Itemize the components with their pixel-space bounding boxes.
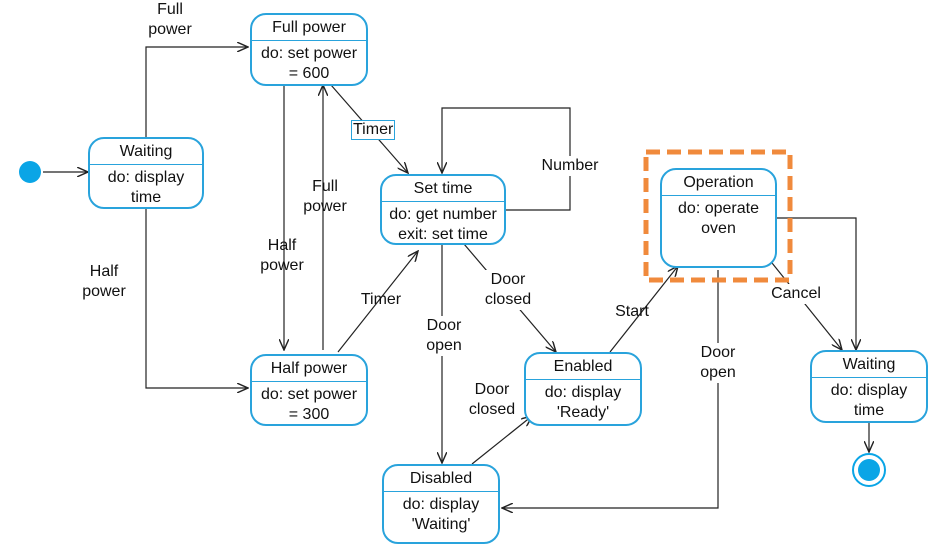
operation-highlight-box: [643, 149, 793, 283]
label-timer-top: Timer: [351, 120, 396, 140]
arrow-operation-to-waiting-cancel: [767, 257, 842, 350]
state-divider: [662, 195, 775, 196]
label-number: Number: [538, 156, 602, 176]
state-title: Disabled: [409, 470, 473, 487]
label-half-power-left: Half power: [82, 263, 126, 300]
state-activity-line: do: display: [107, 169, 185, 186]
state-activity-line: time: [853, 402, 885, 419]
label-start: Start: [615, 303, 649, 320]
state-activity-line: 'Waiting': [411, 516, 471, 533]
state-full-power: Full power do: set power = 600: [250, 13, 368, 86]
state-divider: [812, 377, 926, 378]
state-divider: [90, 164, 202, 165]
state-title: Waiting: [842, 356, 896, 373]
arrow-set-time-number-loop: [442, 107, 571, 211]
final-state-dot: [858, 459, 880, 481]
state-divider: [252, 40, 366, 41]
state-operation: Operation do: operate oven: [660, 168, 777, 268]
state-title: Half power: [270, 360, 348, 377]
label-door-open-settime: Door open: [416, 316, 472, 356]
state-title: Enabled: [553, 358, 613, 375]
state-title: Full power: [272, 19, 346, 36]
label-door-closed-disabled: Door closed: [468, 381, 516, 418]
label-half-power-mid: Half power: [260, 237, 304, 274]
arrow-disabled-to-enabled: [471, 416, 532, 465]
arrow-waiting-to-full-power: [145, 47, 248, 138]
state-activity-line: = 300: [288, 406, 330, 423]
label-door-closed-enabled: Door closed: [480, 270, 536, 310]
state-divider: [384, 491, 498, 492]
state-divider: [526, 379, 640, 380]
arrow-enabled-to-operation: [609, 266, 678, 353]
state-activity-line: do: set power: [260, 386, 358, 403]
state-activity-line: do: get number: [389, 206, 497, 223]
state-activity-line: do: operate: [678, 200, 759, 217]
state-waiting: Waiting do: display time: [88, 137, 204, 209]
state-title: Set time: [413, 180, 473, 197]
label-full-power-mid: Full power: [303, 178, 347, 215]
state-activity-line: exit: set time: [398, 226, 488, 243]
arrow-waiting-to-half-power: [145, 208, 248, 388]
state-enabled: Enabled do: display 'Ready': [524, 352, 642, 426]
state-activity-line: time: [130, 189, 162, 206]
state-activity-line: do: set power: [260, 45, 358, 62]
state-activity-line: 'Ready': [556, 404, 610, 421]
initial-state-dot: [19, 161, 41, 183]
state-activity-line: = 600: [288, 65, 330, 82]
state-disabled: Disabled do: display 'Waiting': [382, 464, 500, 544]
label-full-power-top: Full power: [148, 1, 192, 38]
state-title: Operation: [683, 174, 754, 191]
state-half-power: Half power do: set power = 300: [250, 354, 368, 426]
state-divider: [252, 381, 366, 382]
state-title: Waiting: [119, 143, 173, 160]
state-activity-line: oven: [701, 220, 736, 237]
state-activity-line: do: display: [830, 382, 908, 399]
label-timer-bottom: Timer: [360, 291, 402, 308]
arrow-operation-to-waiting: [776, 217, 856, 350]
state-divider: [382, 201, 504, 202]
label-cancel: Cancel: [768, 284, 824, 304]
state-activity-line: do: display: [402, 496, 480, 513]
state-activity-line: do: display: [544, 384, 622, 401]
state-waiting-final: Waiting do: display time: [810, 350, 928, 423]
label-door-open-operation: Door open: [690, 343, 746, 383]
state-set-time: Set time do: get number exit: set time: [380, 174, 506, 245]
arrow-half-power-to-set-time: [337, 251, 418, 353]
